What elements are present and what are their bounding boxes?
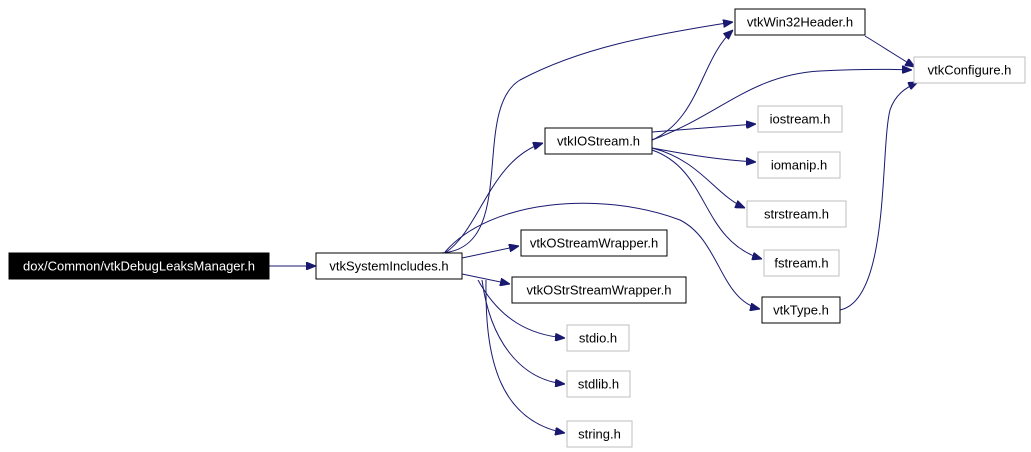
node-vtkdebugleaksmanager-root[interactable]: dox/Common/vtkDebugLeaksManager.h (8, 252, 270, 280)
node-label: dox/Common/vtkDebugLeaksManager.h (23, 259, 255, 274)
edge-path (444, 202, 760, 309)
edge-path (439, 22, 733, 254)
node-label: vtkOStreamWrapper.h (530, 236, 658, 251)
node-label: strstream.h (764, 207, 829, 222)
node-label: vtkOStrStreamWrapper.h (527, 283, 672, 298)
node-label: iomanip.h (771, 158, 827, 173)
node-strstream[interactable]: strstream.h (746, 200, 847, 228)
edge-path (651, 149, 762, 259)
node-label: iostream.h (770, 112, 831, 127)
edge-path (651, 147, 756, 162)
node-label: vtkIOStream.h (557, 134, 640, 149)
nodes-layer: dox/Common/vtkDebugLeaksManager.h vtkSys… (8, 8, 1026, 448)
node-label: vtkConfigure.h (928, 63, 1012, 78)
edge-path (649, 30, 733, 142)
node-vtkwin32header[interactable]: vtkWin32Header.h (734, 8, 866, 36)
node-iostream[interactable]: iostream.h (757, 105, 843, 133)
node-iomanip[interactable]: iomanip.h (757, 151, 841, 179)
node-vtkiostream[interactable]: vtkIOStream.h (544, 127, 653, 155)
node-label: stdio.h (579, 331, 617, 346)
edge-path (651, 124, 756, 133)
node-label: vtkWin32Header.h (747, 15, 853, 30)
node-stdio[interactable]: stdio.h (566, 324, 630, 352)
edge-vtksystemincludes-to-vtkostrstreamwrapper (461, 273, 510, 284)
edge-path (461, 273, 510, 284)
edge-vtksystemincludes-to-vtkwin32header (439, 22, 733, 254)
edge-path (444, 143, 543, 254)
edge-path (864, 35, 915, 67)
edges-layer (269, 22, 918, 433)
node-stdlib[interactable]: stdlib.h (566, 370, 631, 398)
edge-vtkiostream-to-vtkwin32header (649, 30, 733, 142)
edge-vtksystemincludes-to-string (485, 279, 565, 433)
edge-path (839, 82, 918, 311)
edge-vtksystemincludes-to-vtkostreamwrapper (461, 246, 519, 259)
node-string[interactable]: string.h (566, 420, 633, 448)
edge-vtkiostream-to-fstream (651, 149, 762, 259)
node-vtkostrstreamwrapper[interactable]: vtkOStrStreamWrapper.h (511, 276, 687, 304)
node-fstream[interactable]: fstream.h (763, 249, 840, 277)
edge-path (461, 246, 519, 259)
edge-vtkiostream-to-iostream (651, 124, 756, 133)
node-label: string.h (578, 427, 621, 442)
edge-path (477, 279, 565, 338)
edge-vtkiostream-to-vtkconfigure (651, 69, 912, 141)
node-label: vtkType.h (773, 303, 829, 318)
edge-vtksystemincludes-to-vtkiostream (444, 143, 543, 254)
edge-vtkiostream-to-strstream (651, 147, 745, 208)
edge-path (651, 147, 745, 208)
edge-path (651, 69, 912, 141)
node-vtktype[interactable]: vtkType.h (761, 296, 841, 324)
node-label: fstream.h (774, 256, 828, 271)
node-vtkostreamwrapper[interactable]: vtkOStreamWrapper.h (520, 229, 668, 257)
node-vtksystemincludes[interactable]: vtkSystemIncludes.h (315, 252, 463, 280)
edge-vtksystemincludes-to-vtktype (444, 202, 760, 309)
edge-vtktype-to-vtkconfigure (839, 82, 918, 311)
node-label: vtkSystemIncludes.h (329, 259, 448, 274)
edge-path (485, 279, 565, 433)
edge-vtksystemincludes-to-stdio (477, 279, 565, 338)
node-label: stdlib.h (578, 377, 619, 392)
edge-vtkiostream-to-iomanip (651, 147, 756, 162)
edge-vtkwin32header-to-vtkconfigure (864, 35, 915, 67)
node-vtkconfigure[interactable]: vtkConfigure.h (913, 56, 1026, 84)
